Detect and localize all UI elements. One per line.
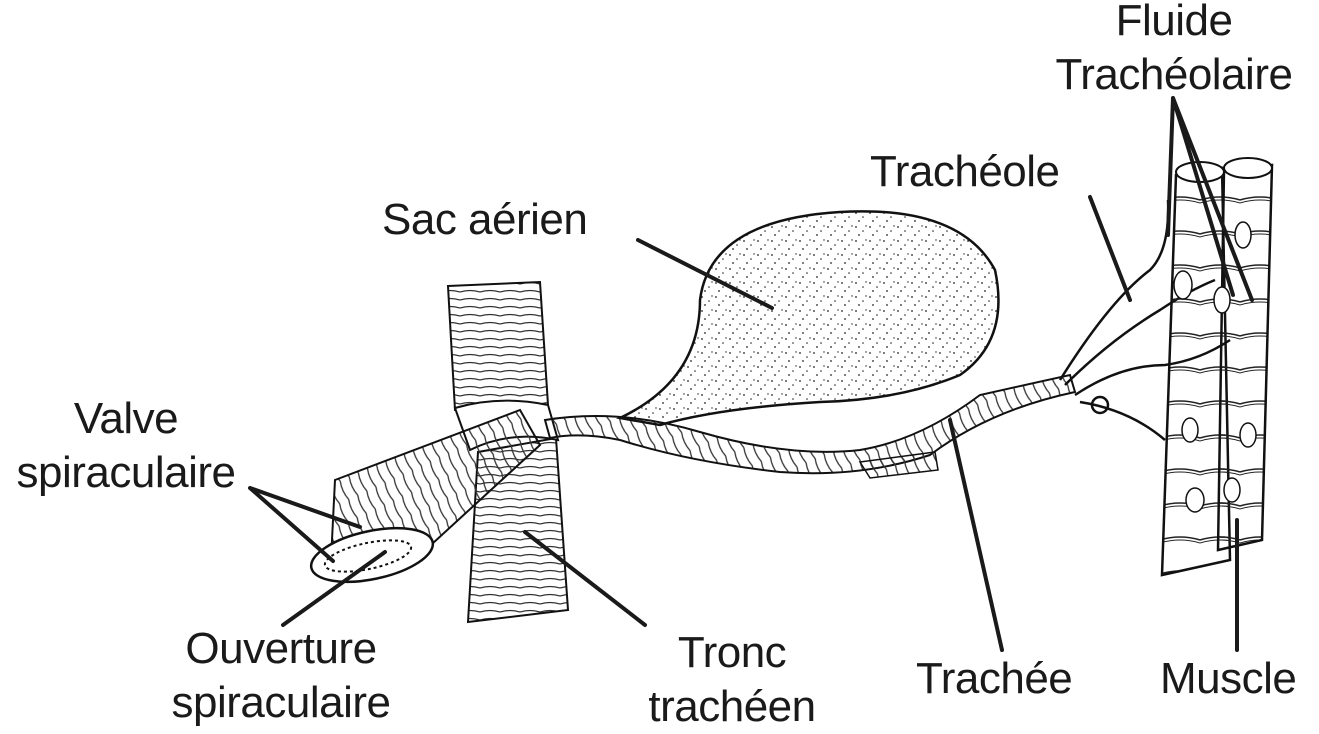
label-valve-line1: Valve xyxy=(73,394,179,443)
label-tracheole: Trachéole xyxy=(870,147,1060,196)
label-valve-spiraculaire: Valve spiraculaire xyxy=(0,392,252,500)
leader-tronc xyxy=(523,530,647,627)
label-tronc-tracheen: Tronc trachéen xyxy=(632,626,832,734)
label-tronc-line1: Tronc xyxy=(677,628,787,677)
label-trachee: Trachée xyxy=(916,654,1073,703)
leader-valve xyxy=(248,486,362,563)
leader-ouverture xyxy=(281,550,387,627)
leader-fluide xyxy=(1166,96,1254,302)
label-fluide-tracheolaire: Fluide Trachéolaire xyxy=(1035,0,1313,102)
spiracle-tube-shape xyxy=(309,408,542,584)
label-valve-line2: spiraculaire xyxy=(16,448,236,497)
label-tronc-line2: trachéen xyxy=(648,682,816,731)
label-ouverture-line1: Ouverture xyxy=(185,624,377,673)
label-sac-aerien: Sac aérien xyxy=(382,195,588,244)
air-sac-shape xyxy=(615,210,1000,427)
muscle-fibres-shape xyxy=(1160,157,1274,577)
leader-trachee xyxy=(948,418,1004,652)
leader-tracheole xyxy=(1088,195,1132,302)
label-ouverture-line2: spiraculaire xyxy=(171,678,391,727)
label-ouverture-spiraculaire: Ouverture spiraculaire xyxy=(150,622,412,730)
leader-sac xyxy=(636,238,774,310)
label-fluide-line2: Trachéolaire xyxy=(1055,50,1293,99)
label-muscle: Muscle xyxy=(1160,654,1297,703)
label-fluide-line1: Fluide xyxy=(1115,0,1233,45)
trachea-tube-shape xyxy=(543,373,1077,479)
